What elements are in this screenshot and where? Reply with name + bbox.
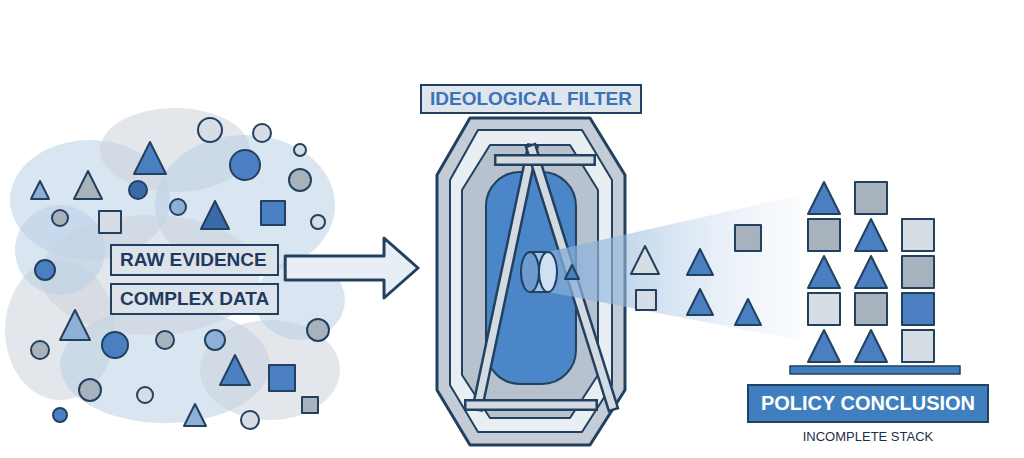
scatter-shape (902, 293, 934, 325)
scatter-shape (52, 210, 68, 226)
scatter-shape (808, 256, 840, 288)
scatter-shape (35, 260, 55, 280)
light-beam (548, 195, 800, 340)
scatter-shape (289, 169, 311, 191)
scatter-shape (201, 201, 229, 229)
scatter-shape (311, 215, 325, 229)
scatter-shape (808, 330, 840, 362)
scatter-shape (53, 408, 67, 422)
scatter-shape (261, 201, 285, 225)
scatter-shape (808, 182, 840, 214)
scatter-shape (855, 293, 887, 325)
node-title: COMPLEX DATA (120, 288, 269, 309)
filter-tube-mouth (539, 252, 557, 292)
scatter-shape (31, 181, 49, 199)
conclusion-node: POLICY CONCLUSION INCOMPLETE STACK (747, 384, 989, 444)
block-stack (790, 182, 960, 374)
stack-base (790, 366, 960, 374)
filter-strut (500, 157, 590, 164)
scatter-shape (134, 142, 166, 174)
scatter-shape (735, 225, 761, 251)
scatter-shape (855, 330, 887, 362)
scatter-shape (230, 150, 260, 180)
scatter-shape (184, 404, 206, 426)
scatter-shape (74, 171, 102, 199)
scatter-shape (808, 293, 840, 325)
scatter-shape (902, 219, 934, 251)
scatter-shape (253, 124, 271, 142)
cloud-blob (200, 320, 340, 420)
scatter-shape (79, 379, 101, 401)
scatter-shape (631, 246, 659, 274)
filter-outline (420, 84, 642, 447)
scatter-shape (302, 397, 318, 413)
filter-strut (500, 154, 590, 166)
scatter-shape (855, 219, 887, 251)
scatter-shape (220, 355, 250, 385)
evidence-label-box: RAW EVIDENCE (110, 244, 279, 276)
scatter-shape (636, 290, 656, 310)
node-note: INCOMPLETE STACK (747, 429, 989, 444)
scatter-shape (60, 310, 90, 340)
scatter-shape (855, 256, 887, 288)
scatter-shape (31, 341, 49, 359)
node-title: RAW EVIDENCE (120, 249, 267, 270)
scatter-shape (902, 256, 934, 288)
filter-strut (470, 399, 592, 411)
scatter-shape (735, 299, 761, 325)
filter-node: IDEOLOGICAL FILTER (420, 84, 642, 447)
scatter-shape (307, 319, 329, 341)
scatter-shape (687, 289, 713, 315)
scatter-shape (269, 365, 295, 391)
scatter-shape (808, 219, 840, 251)
node-title: IDEOLOGICAL FILTER (420, 84, 642, 114)
scatter-shape (687, 249, 713, 275)
scatter-shape (137, 387, 153, 403)
node-title: POLICY CONCLUSION (747, 384, 989, 423)
scatter-shape (198, 118, 222, 142)
block-arrow (285, 238, 418, 298)
scatter-shape (102, 332, 128, 358)
filter-strut (470, 402, 592, 409)
scatter-shape (129, 181, 147, 199)
data-label-box: COMPLEX DATA (110, 283, 279, 315)
scatter-shape (855, 182, 887, 214)
cloud-blob (15, 205, 105, 295)
scatter-shape (205, 330, 225, 350)
scatter-shape (294, 144, 306, 156)
scatter-shape (170, 199, 186, 215)
scatter-shape (241, 411, 259, 429)
scatter-shape (156, 331, 174, 349)
scatter-shape (99, 211, 121, 233)
scatter-shape (902, 330, 934, 362)
scatter-shape (565, 265, 579, 279)
filter-tube-end (521, 252, 539, 292)
